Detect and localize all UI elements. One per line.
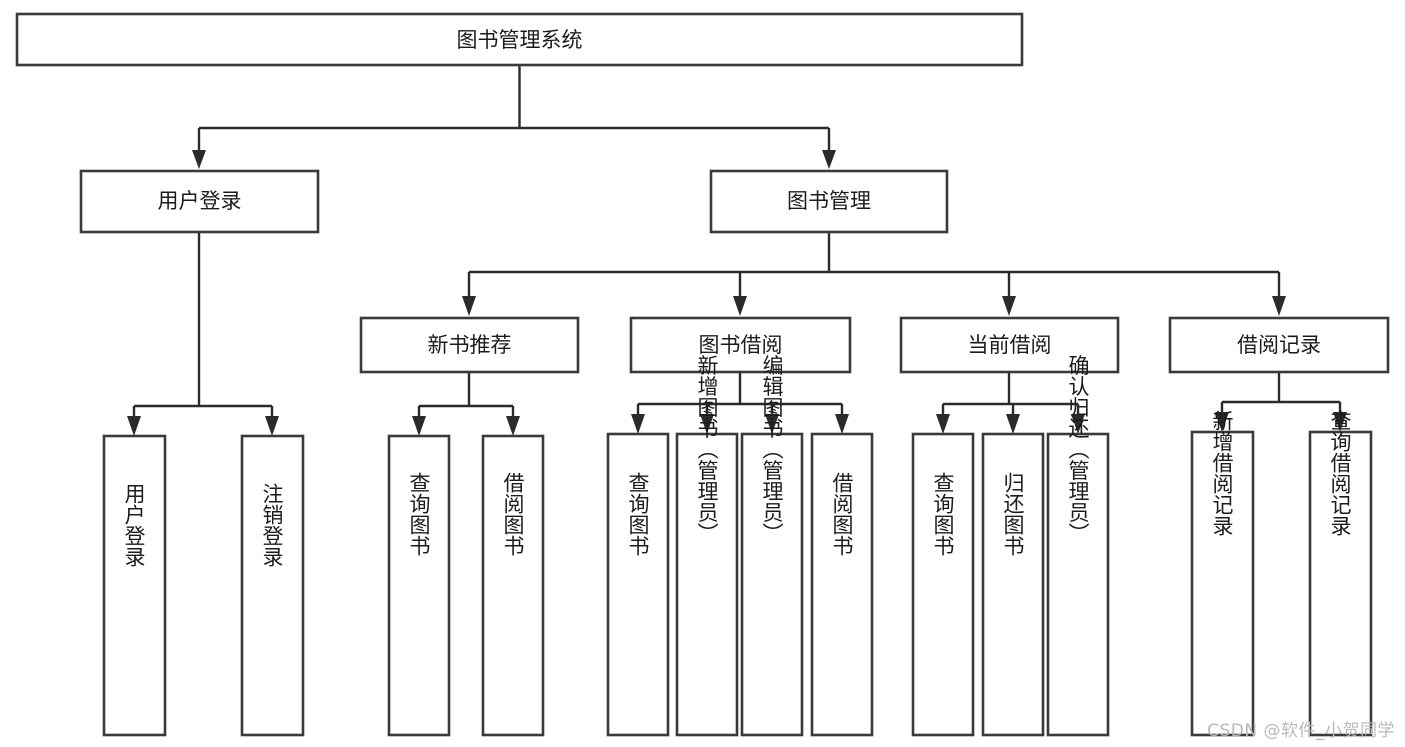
leaf-current-borrow-0-label: 查询图书 bbox=[931, 472, 955, 556]
leaf-borrow-record-0-label: 新增借阅记录 bbox=[1210, 410, 1234, 536]
leaf-user-login-0-label: 用户登录 bbox=[122, 483, 146, 567]
leaf-new-book-1-label: 借阅图书 bbox=[501, 472, 525, 556]
leaf-user-login-1-label: 注销登录 bbox=[260, 483, 284, 567]
node-book-borrow[interactable]: 图书借阅 bbox=[629, 316, 852, 374]
connector-new-book-to-leaves bbox=[412, 372, 520, 436]
node-user-login-label: 用户登录 bbox=[158, 189, 242, 213]
connector-book-manage-to-level3 bbox=[462, 232, 1286, 316]
node-book-manage-label: 图书管理 bbox=[787, 189, 871, 213]
leaf-book-borrow-1[interactable]: 新增图书（管理员） bbox=[675, 355, 739, 737]
connector-current-borrow-to-leaves bbox=[936, 372, 1085, 434]
node-current-borrow-label: 当前借阅 bbox=[968, 333, 1052, 357]
leaf-book-borrow-0[interactable]: 查询图书 bbox=[606, 432, 670, 737]
leaf-book-borrow-1-label: 新增图书（管理员） bbox=[695, 355, 719, 544]
node-new-book-recommend[interactable]: 新书推荐 bbox=[359, 316, 580, 374]
node-book-manage[interactable]: 图书管理 bbox=[709, 169, 949, 234]
leaf-book-borrow-3-label: 借阅图书 bbox=[830, 472, 854, 556]
leaf-new-book-1[interactable]: 借阅图书 bbox=[481, 434, 545, 737]
connector-borrow-record-to-leaves bbox=[1215, 372, 1347, 432]
leaf-user-login-1[interactable]: 注销登录 bbox=[240, 434, 305, 737]
connector-root-to-level2 bbox=[192, 65, 836, 169]
leaf-current-borrow-2[interactable]: 确认归还（管理员） bbox=[1046, 355, 1110, 737]
leaf-book-borrow-3[interactable]: 借阅图书 bbox=[810, 432, 874, 737]
node-borrow-record[interactable]: 借阅记录 bbox=[1168, 316, 1390, 374]
leaf-book-borrow-2-label: 编辑图书（管理员） bbox=[760, 355, 784, 544]
node-new-book-recommend-label: 新书推荐 bbox=[428, 333, 512, 357]
connector-book-borrow-to-leaves bbox=[631, 372, 849, 434]
node-root-label: 图书管理系统 bbox=[457, 28, 583, 52]
leaf-borrow-record-1-label: 查询借阅记录 bbox=[1328, 410, 1352, 536]
leaf-new-book-0[interactable]: 查询图书 bbox=[387, 434, 451, 737]
leaf-new-book-0-label: 查询图书 bbox=[407, 472, 431, 556]
leaf-book-borrow-0-label: 查询图书 bbox=[626, 472, 650, 556]
node-book-borrow-label: 图书借阅 bbox=[699, 333, 783, 357]
leaf-user-login-0[interactable]: 用户登录 bbox=[102, 434, 167, 737]
leaf-current-borrow-0[interactable]: 查询图书 bbox=[911, 432, 975, 737]
leaf-current-borrow-2-label: 确认归还（管理员） bbox=[1066, 355, 1090, 544]
leaf-book-borrow-2[interactable]: 编辑图书（管理员） bbox=[740, 355, 804, 737]
leaf-current-borrow-1-label: 归还图书 bbox=[1001, 472, 1025, 556]
node-borrow-record-label: 借阅记录 bbox=[1237, 333, 1321, 357]
leaf-borrow-record-1[interactable]: 查询借阅记录 bbox=[1308, 410, 1373, 737]
leaf-borrow-record-0[interactable]: 新增借阅记录 bbox=[1190, 410, 1255, 737]
connector-user-login-to-leaves bbox=[127, 232, 279, 436]
node-root-system[interactable]: 图书管理系统 bbox=[15, 12, 1024, 67]
node-current-borrow[interactable]: 当前借阅 bbox=[899, 316, 1120, 374]
leaf-current-borrow-1[interactable]: 归还图书 bbox=[981, 432, 1045, 737]
node-user-login[interactable]: 用户登录 bbox=[79, 169, 320, 234]
